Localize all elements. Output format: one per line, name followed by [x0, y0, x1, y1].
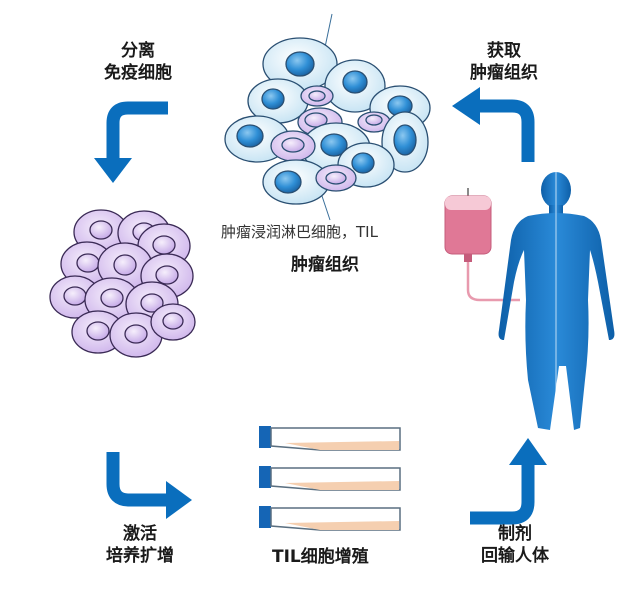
tumor-tissue-cluster [224, 13, 431, 221]
arrow-harvest-head [452, 87, 480, 125]
reinfuse-label-line1: 制剂 [498, 524, 532, 544]
human-figure-icon [498, 172, 615, 430]
isolate-label-line2: 免疫细胞 [104, 63, 172, 83]
activate-label-line2: 培养扩增 [106, 546, 174, 566]
iv-bag-icon [444, 188, 520, 302]
flask-3 [259, 506, 401, 531]
flask-1 [259, 426, 401, 451]
arrow-isolate-head [94, 158, 132, 183]
arrow-isolate [106, 101, 168, 160]
arrow-reinfuse [470, 463, 535, 525]
isolate-label: 分离 免疫细胞 [104, 40, 172, 84]
isolate-label-line1: 分离 [121, 41, 155, 61]
arrow-activate [106, 452, 168, 507]
harvest-label-line1: 获取 [487, 41, 521, 61]
culture-flasks [259, 426, 401, 531]
reinfuse-label-line2: 回输人体 [481, 546, 549, 566]
arrow-activate-head [166, 481, 192, 519]
tumor-tissue-label: 肿瘤组织 [291, 255, 359, 275]
reinfuse-label: 制剂 回输人体 [481, 523, 549, 567]
til-caption: 肿瘤浸润淋巴细胞，TIL [221, 223, 378, 241]
flask-2 [259, 466, 401, 491]
activate-label: 激活 培养扩增 [106, 523, 174, 567]
lymphocyte-cluster [49, 209, 196, 358]
harvest-label-line2: 肿瘤组织 [470, 63, 538, 83]
activate-label-line1: 激活 [123, 524, 157, 544]
expansion-label: TIL细胞增殖 [272, 547, 369, 567]
arrow-reinfuse-head [509, 438, 547, 465]
harvest-label: 获取 肿瘤组织 [470, 40, 538, 84]
arrow-harvest [478, 99, 535, 162]
